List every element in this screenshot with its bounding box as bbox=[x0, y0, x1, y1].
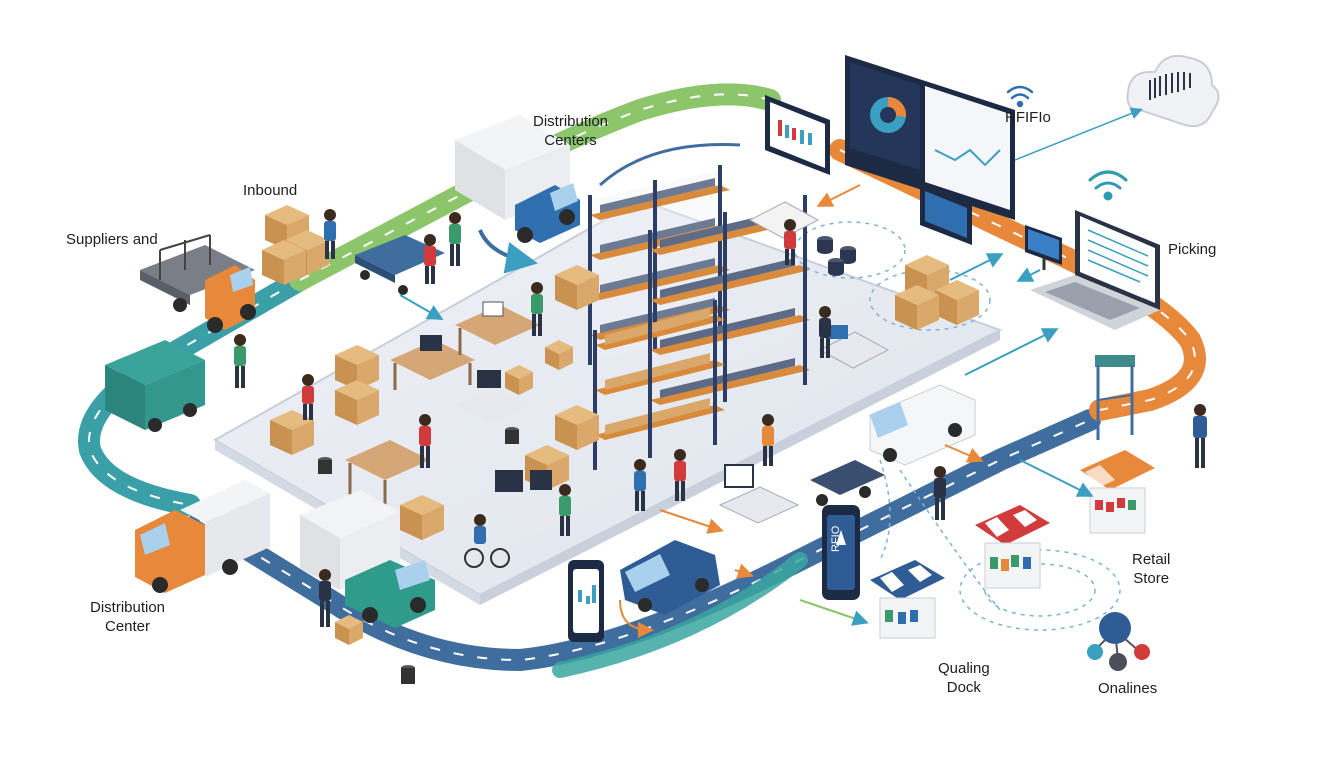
label-rfid: RFIFIo bbox=[1005, 109, 1051, 126]
smartphone bbox=[568, 560, 604, 642]
small-monitor bbox=[1025, 225, 1062, 270]
rfid-reader-units bbox=[318, 236, 856, 684]
wifi-icon-top bbox=[1006, 85, 1034, 108]
label-distribution-centers: Distribution Centers bbox=[533, 113, 609, 149]
tablet bbox=[920, 185, 972, 245]
van-blue bbox=[620, 540, 720, 615]
label-picking: Picking bbox=[1168, 241, 1217, 258]
forklift-cart bbox=[810, 460, 885, 506]
cloud-barcode bbox=[1126, 54, 1220, 128]
stall-red bbox=[975, 505, 1050, 589]
label-inbound: Inbound bbox=[243, 182, 298, 199]
label-suppliers: Suppliers and bbox=[66, 231, 158, 248]
network-nodes bbox=[1087, 612, 1150, 671]
label-onalines: Onalines bbox=[1098, 680, 1158, 697]
truck-teal-bottom bbox=[300, 490, 435, 628]
truck-orange bbox=[135, 480, 270, 593]
stall-orange bbox=[1080, 450, 1155, 534]
devices bbox=[568, 54, 1220, 642]
retail-stalls bbox=[870, 450, 1155, 671]
truck-teal bbox=[105, 340, 205, 432]
analytics-monitor bbox=[765, 95, 830, 175]
storage-racks bbox=[588, 165, 810, 470]
label-distribution-center: Distribution Center bbox=[90, 599, 166, 635]
retail-shelf-unit bbox=[1095, 355, 1135, 440]
dashboard-monitor bbox=[845, 55, 1015, 220]
label-qualing-dock: Qualing Dock bbox=[938, 660, 990, 696]
wifi-icon-laptop bbox=[1088, 170, 1128, 201]
flow-arrows bbox=[399, 107, 1143, 638]
van-white bbox=[869, 384, 976, 466]
label-retail-store: Retail Store bbox=[1132, 551, 1171, 587]
workstations bbox=[345, 201, 890, 533]
laptop bbox=[1030, 210, 1160, 330]
stall-blue bbox=[870, 560, 945, 639]
truck-top bbox=[455, 115, 580, 243]
smartphone-rfio bbox=[822, 505, 860, 600]
phone-screen-text: RFIO bbox=[830, 525, 842, 552]
workers bbox=[234, 209, 1207, 627]
cargo-boxes bbox=[262, 205, 979, 645]
pallet-cart bbox=[355, 235, 445, 295]
vehicles bbox=[105, 115, 976, 628]
truck-orange-flatbed bbox=[140, 234, 256, 333]
